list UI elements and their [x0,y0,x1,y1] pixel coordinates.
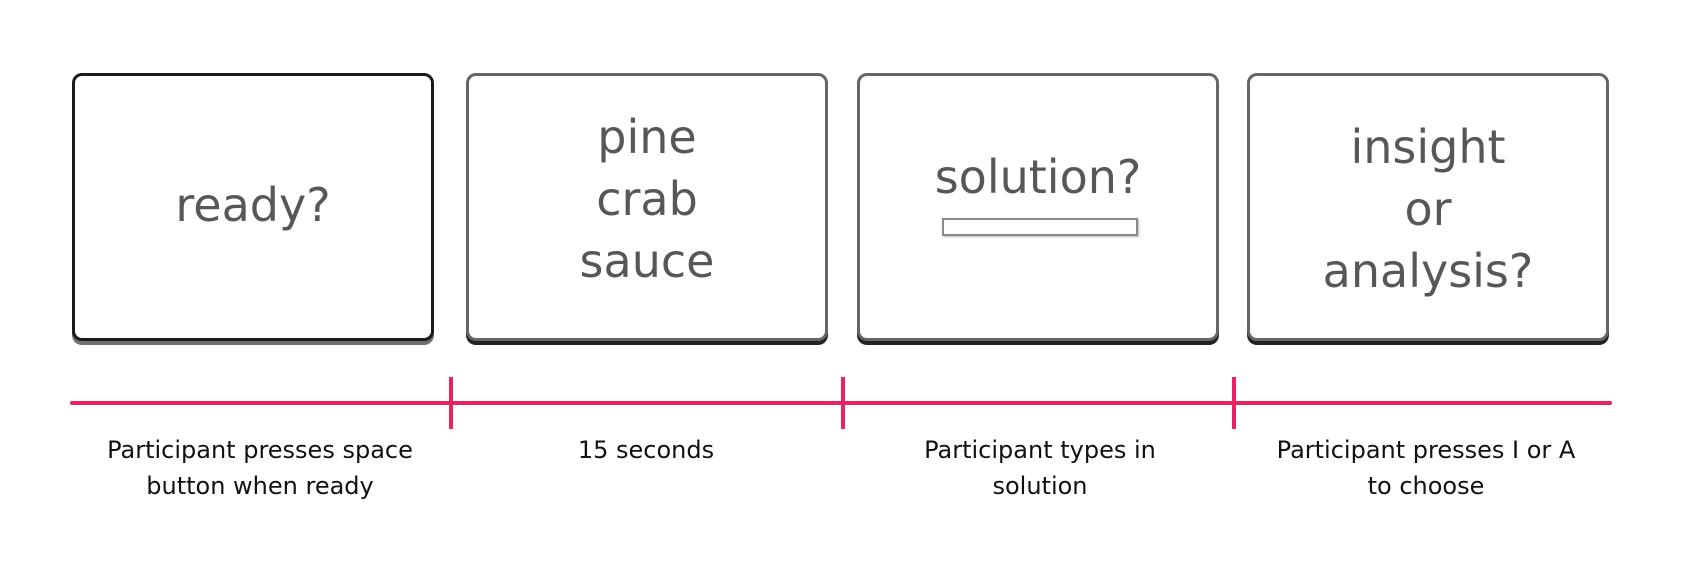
screen-solution-text: solution? [934,150,1142,204]
screen-word-2: crab [596,172,698,226]
caption-step-1-line-1: Participant presses space [107,436,413,464]
screen-choice-line-3: analysis? [1322,244,1534,298]
screen-ready-text: ready? [175,178,331,232]
screen-choice: insight or analysis? [1247,73,1609,341]
caption-step-2-line-1: 15 seconds [577,436,715,464]
caption-step-1-line-2: button when ready [146,472,374,500]
caption-step-3-line-2: solution [992,472,1088,500]
solution-input-box [942,218,1138,236]
caption-step-2: 15 seconds [456,432,836,468]
screen-choice-line-2: or [1404,182,1452,236]
screen-words: pine crab sauce [466,73,828,341]
screen-solution: solution? [857,73,1219,341]
caption-step-3: Participant types in solution [850,432,1230,504]
caption-step-4-line-2: to choose [1367,472,1485,500]
caption-step-3-line-1: Participant types in [924,436,1156,464]
caption-step-4: Participant presses I or A to choose [1236,432,1616,504]
caption-step-4-line-1: Participant presses I or A [1276,436,1576,464]
screen-word-1: pine [597,110,697,164]
screen-ready: ready? [72,73,434,341]
caption-step-1: Participant presses space button when re… [70,432,450,504]
screen-choice-line-1: insight [1350,120,1506,174]
screen-word-3: sauce [579,234,715,288]
